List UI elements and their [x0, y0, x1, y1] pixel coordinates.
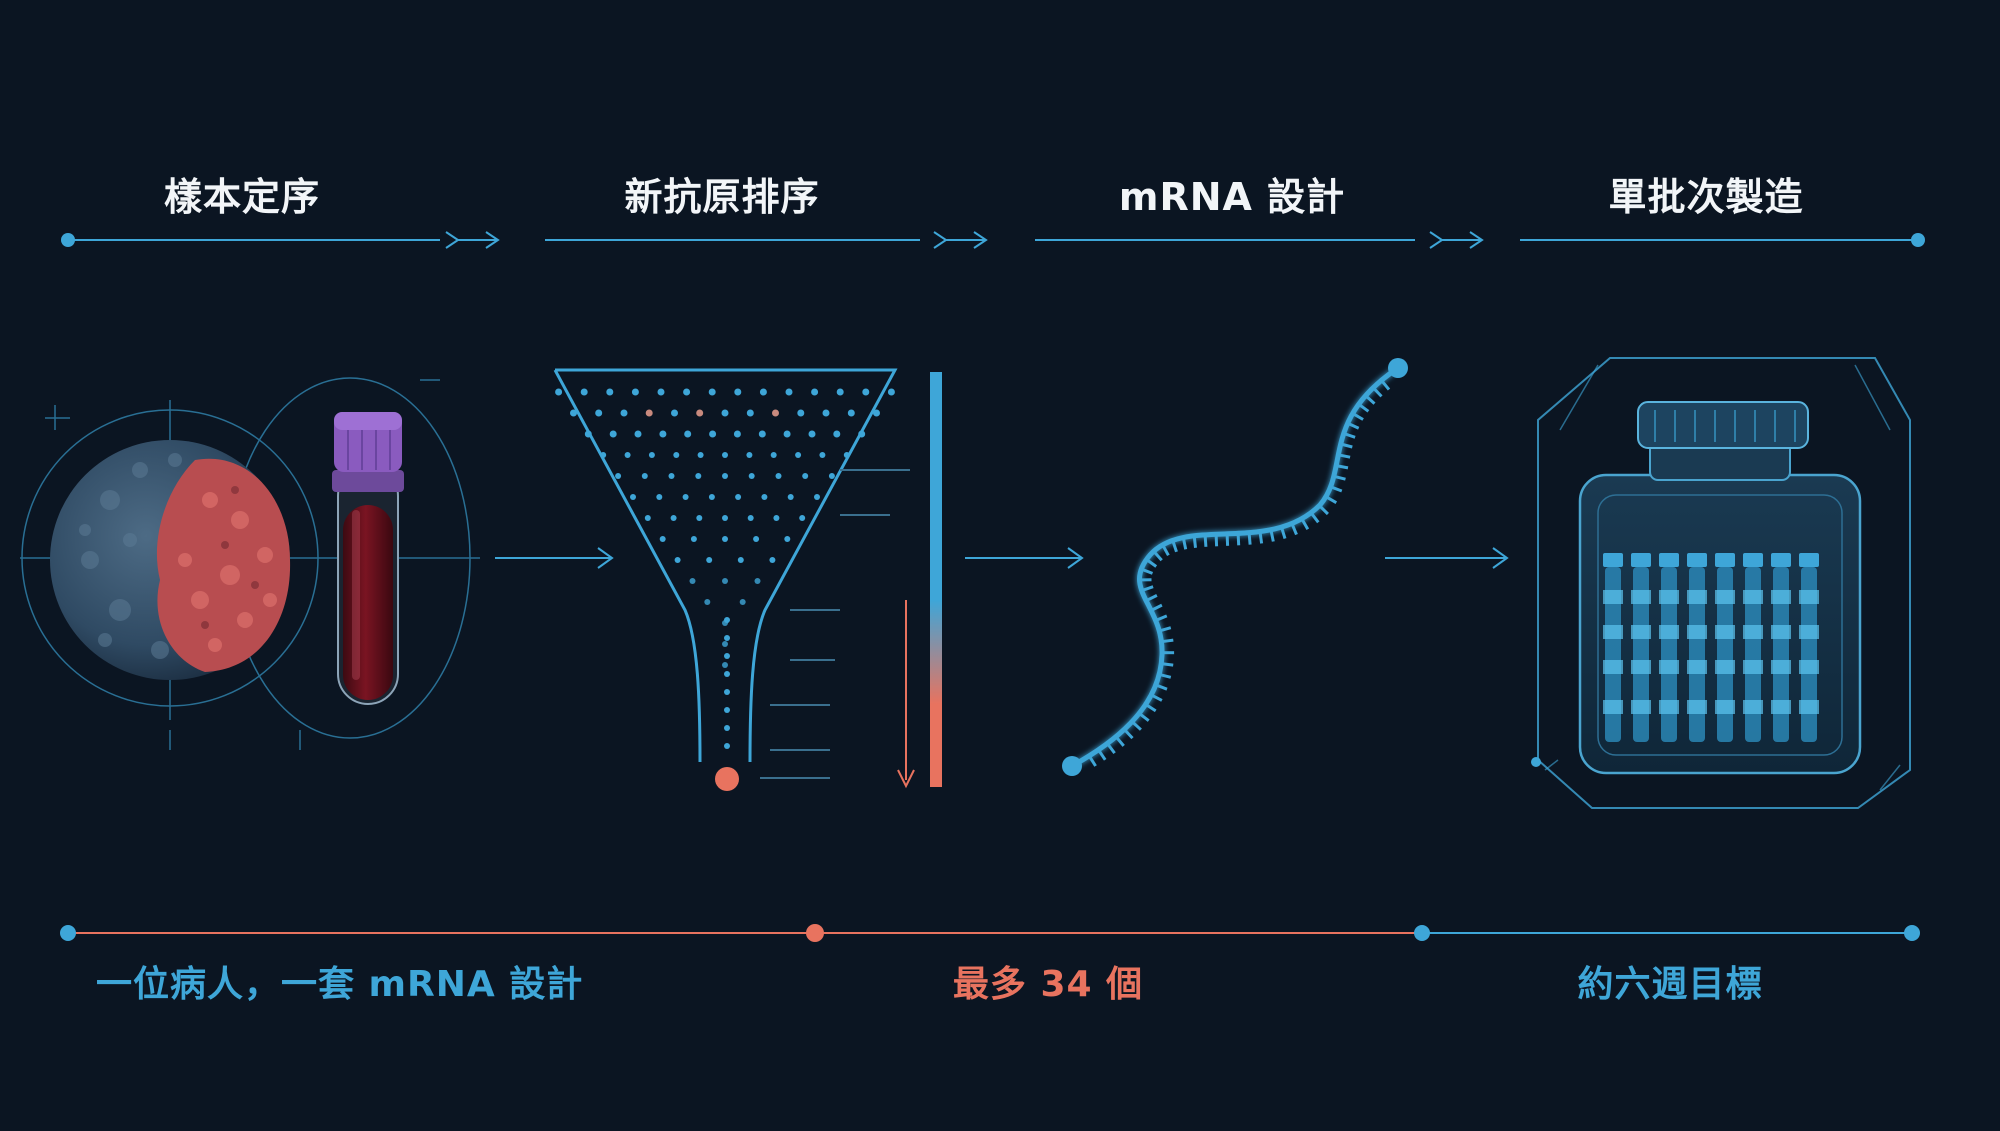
step-2-title: 新抗原排序	[624, 175, 820, 219]
top-timeline	[68, 231, 1918, 249]
mrna-strand-icon	[1062, 358, 1408, 776]
step-3-title: mRNA 設計	[1118, 175, 1346, 219]
funnel-ranking-icon	[553, 368, 942, 791]
tumor-cell-and-blood-tube-icon	[20, 377, 480, 750]
arrow-step3-to-step4	[1385, 547, 1509, 569]
footer-right-label: 約六週目標	[1577, 964, 1763, 1005]
timeline-start-dot	[61, 233, 75, 247]
arrow-step1-to-step2	[495, 547, 614, 569]
footer-left-label: 一位病人，一套 mRNA 設計	[96, 964, 584, 1005]
bottom-timeline	[60, 924, 1920, 942]
arrow-step2-to-step3	[965, 547, 1084, 569]
step-1-title: 樣本定序	[163, 175, 320, 219]
timeline-end-dot	[1911, 233, 1925, 247]
vial-container-icon	[1531, 357, 1911, 809]
step-4-title: 單批次製造	[1608, 175, 1804, 219]
footer-middle-label: 最多 34 個	[952, 964, 1144, 1005]
